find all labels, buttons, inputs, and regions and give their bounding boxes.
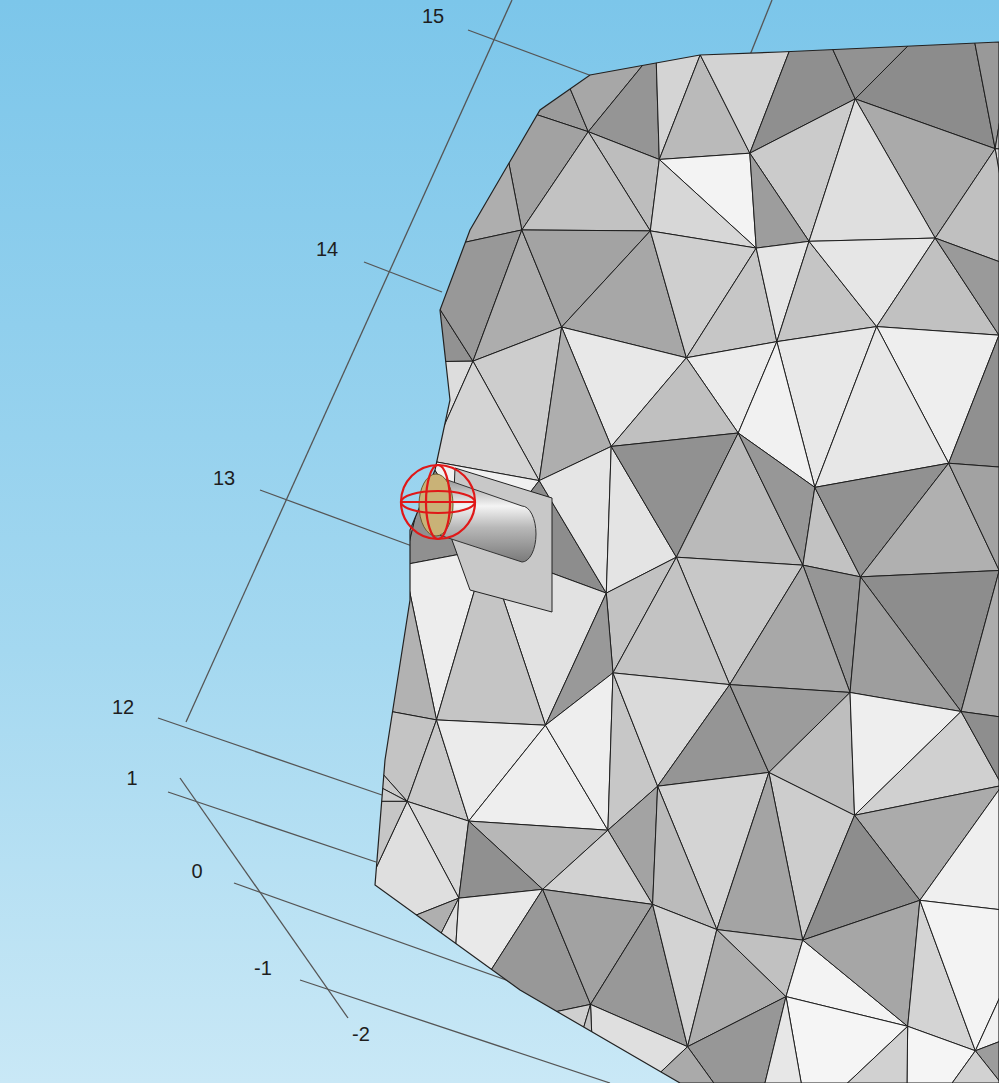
mesh-triangle <box>935 238 999 335</box>
mesh-triangle <box>314 565 436 720</box>
mesh-triangle <box>545 673 612 830</box>
mesh-triangle <box>949 463 999 570</box>
axis-tick-label: 0 <box>191 861 202 881</box>
mesh-triangle <box>450 1004 590 1083</box>
mesh-triangle <box>522 132 650 231</box>
mesh-triangle <box>975 914 999 1051</box>
mesh-triangle <box>210 233 395 362</box>
mesh-triangle <box>340 898 459 1062</box>
mesh-triangle <box>210 154 298 233</box>
mesh-triangle <box>210 450 404 564</box>
mesh-triangle <box>406 101 522 255</box>
mesh-triangle <box>376 1034 450 1083</box>
mesh-triangle <box>302 1062 400 1083</box>
mesh-triangle <box>360 362 428 460</box>
mesh-triangle <box>850 577 961 712</box>
mesh-triangle <box>210 1062 376 1083</box>
head-mesh <box>210 0 999 1083</box>
mesh-triangle <box>210 565 404 698</box>
mesh-triangle <box>961 712 999 786</box>
mesh-triangle <box>906 1051 999 1083</box>
axis-tick-label: 1 <box>126 768 137 788</box>
mesh-triangle <box>399 1034 548 1083</box>
mesh-triangle <box>717 772 803 940</box>
axis-tick-label: 12 <box>112 697 134 717</box>
mesh-triangle <box>730 565 850 692</box>
mesh-triangle <box>964 0 999 149</box>
mesh-triangle <box>738 433 815 565</box>
mesh-triangle <box>210 801 340 945</box>
mesh-triangle <box>459 821 543 898</box>
mesh-triangle <box>752 997 808 1083</box>
mesh-triangle <box>210 450 404 564</box>
mesh-triangle <box>210 801 407 945</box>
mesh-triangle <box>611 358 738 447</box>
mesh-triangle <box>210 697 407 801</box>
mesh-triangle <box>815 327 949 488</box>
mesh-triangle <box>337 6 433 154</box>
mesh-triangle <box>210 565 314 698</box>
mesh-triangle <box>210 6 410 154</box>
mesh-triangle <box>210 945 376 1062</box>
probe-sphere <box>401 465 475 539</box>
axis-tick-label: -1 <box>254 958 272 978</box>
mesh-triangle <box>210 362 395 450</box>
mesh-triangle <box>298 154 410 255</box>
mesh-triangle <box>210 233 395 362</box>
mesh-triangle <box>949 335 999 468</box>
axis-tick-label: -2 <box>352 1024 370 1044</box>
mesh-triangle <box>433 22 542 101</box>
axis-tick-label: 15 <box>422 6 444 26</box>
mesh-triangle <box>596 1047 752 1083</box>
mesh-triangle <box>210 154 410 233</box>
mesh-triangle <box>210 1062 302 1083</box>
mesh-triangle <box>210 6 410 154</box>
mesh-triangle <box>298 233 406 362</box>
axis-tick-label: 13 <box>213 468 235 488</box>
axis-tick-label: 14 <box>316 239 338 259</box>
mesh-triangle <box>961 570 999 721</box>
mesh-triangle <box>210 945 376 1062</box>
mesh-triangle <box>808 1026 908 1083</box>
mesh-triangle <box>809 99 935 241</box>
head-mesh-outline <box>375 42 999 1083</box>
mesh-triangle <box>920 785 999 914</box>
axis-lines <box>158 0 772 1083</box>
mesh-triangle <box>410 54 497 154</box>
mesh-triangle <box>210 697 407 801</box>
mesh-triangle <box>376 898 458 1062</box>
head-mesh-border <box>375 42 999 1083</box>
mesh-triangle <box>549 1004 596 1083</box>
mesh-triangle <box>210 362 360 450</box>
mesh-triangle <box>497 22 588 132</box>
mesh-triangle <box>613 557 730 684</box>
mesh-triangle <box>750 153 809 248</box>
